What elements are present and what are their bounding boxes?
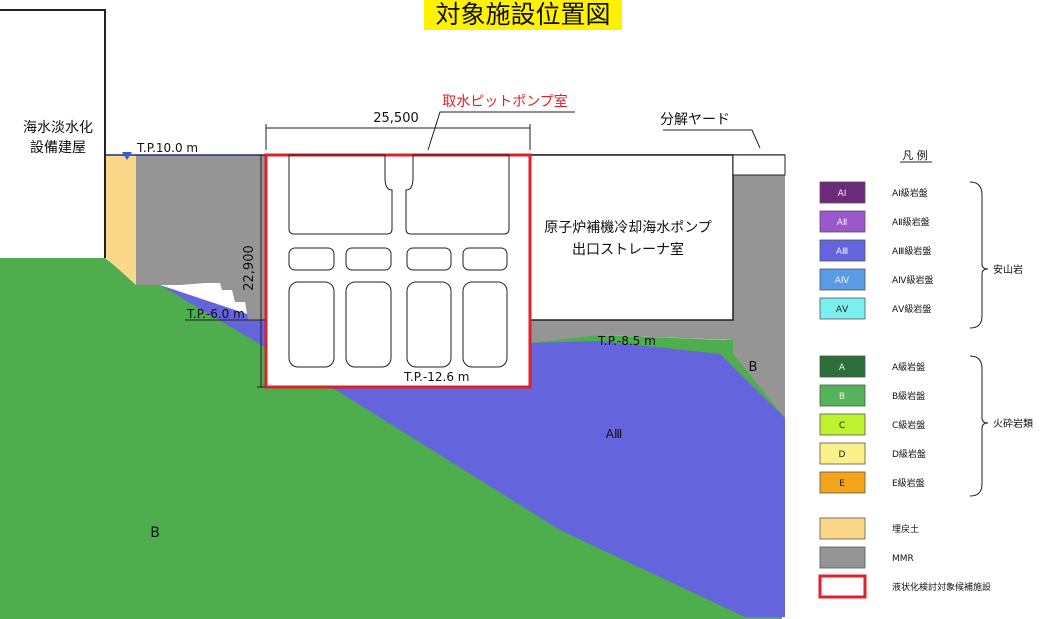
legend-desc-5: A級岩盤 [892,361,925,373]
legend-swatch-8 [819,442,866,465]
strainer-room-label-line1: 原子炉補機冷却海水ポンプ [544,220,712,236]
legend-group-pyroclastic: 火砕岩類 [993,417,1033,430]
legend-desc-12: 液状化検討対象候補施設 [892,581,991,593]
elevation-bottom-label: T.P.-12.6 m [403,370,469,384]
width-dimension-label: 25,500 [373,111,419,126]
legend-heading: 凡 例 [902,148,928,162]
legend-swatch-6 [819,384,866,407]
mmr-right [733,175,785,418]
legend-code-0: AⅠ [838,189,847,199]
disassembly-yard-label: 分解ヤード [660,112,730,128]
strainer-room-label-line2: 出口ストレーナ室 [572,241,684,258]
elevation-left-label: T.P.-6.0 m [186,307,245,321]
legend-desc-11: MMR [892,554,914,564]
legend-desc-3: AⅣ級岩盤 [892,274,933,286]
zone-b-label-right: B [749,360,758,375]
legend-brace-andesite [969,181,989,329]
legend-swatch-3 [819,268,866,291]
intake-pit-label: 取水ピットポンプ室 [442,93,568,110]
title-highlight [424,0,622,30]
legend-swatch-4 [819,297,866,320]
zone-b-label-left: B [150,525,160,541]
elevation-right-label: T.P.-8.5 m [597,334,656,348]
intake-pit-leader [427,111,575,151]
legend-code-8: D [839,450,846,460]
legend-desc-6: B級岩盤 [892,390,925,402]
backfill-soil [106,155,136,285]
legend-desc-0: AⅠ級岩盤 [892,187,928,199]
strainer-room [529,154,734,321]
legend-desc-1: AⅡ級岩盤 [892,216,930,228]
legend-code-1: AⅡ [837,218,848,228]
height-dimension-label: 22,900 [242,245,257,291]
legend-code-7: C [839,421,845,431]
mmr-under-strainer [530,320,733,343]
height-dimension-line [257,154,265,388]
legend-swatch-2 [819,239,866,262]
diagram-title: 対象施設位置図 [435,0,610,29]
legend-code-9: E [839,479,845,489]
legend-desc-4: AⅤ級岩盤 [892,303,931,315]
mmr-left [136,155,265,320]
legend: 凡 例 安山岩 火砕岩類 AⅠ AⅠ級岩盤 AⅡ AⅡ級岩盤 AⅢ AⅢ級岩盤 AⅣ AⅣ級岩… [818,148,1033,599]
zone-a3-label: AⅢ [606,427,622,441]
legend-desc-8: D級岩盤 [892,448,926,460]
legend-swatch-12 [818,574,867,599]
legend-swatch-1 [819,210,866,233]
zone-a3-rock [160,285,785,617]
legend-brace-pyroclastic [969,355,989,497]
legend-code-6: B [839,392,845,402]
legend-desc-10: 埋戻土 [892,523,919,535]
legend-desc-9: E級岩盤 [892,477,925,489]
desalination-building-label-line2: 設備建屋 [30,140,86,156]
legend-swatch-9 [819,471,866,494]
legend-group-andesite: 安山岩 [993,263,1023,276]
legend-swatch-0 [819,181,866,204]
legend-code-4: AⅤ [836,305,849,315]
legend-desc-7: C級岩盤 [892,419,925,431]
legend-code-2: AⅢ [836,247,848,257]
width-dimension-line [265,124,531,150]
legend-desc-2: AⅢ級岩盤 [892,245,931,257]
disassembly-yard-leader [663,129,761,149]
legend-swatch-11 [819,546,866,569]
legend-swatch-7 [819,413,866,436]
legend-code-5: A [839,363,846,373]
disassembly-yard [732,154,786,176]
water-level-icon [122,152,132,160]
elevation-top-label: T.P.10.0 m [136,141,198,155]
desalination-building-wall [0,9,106,258]
intake-pit-pump-room [264,153,532,389]
legend-swatch-10 [819,517,866,540]
intake-pit-chambers [288,154,510,368]
legend-code-3: AⅣ [835,276,850,286]
desalination-building-label-line1: 海水淡水化 [23,120,93,136]
legend-swatch-5 [819,355,866,378]
